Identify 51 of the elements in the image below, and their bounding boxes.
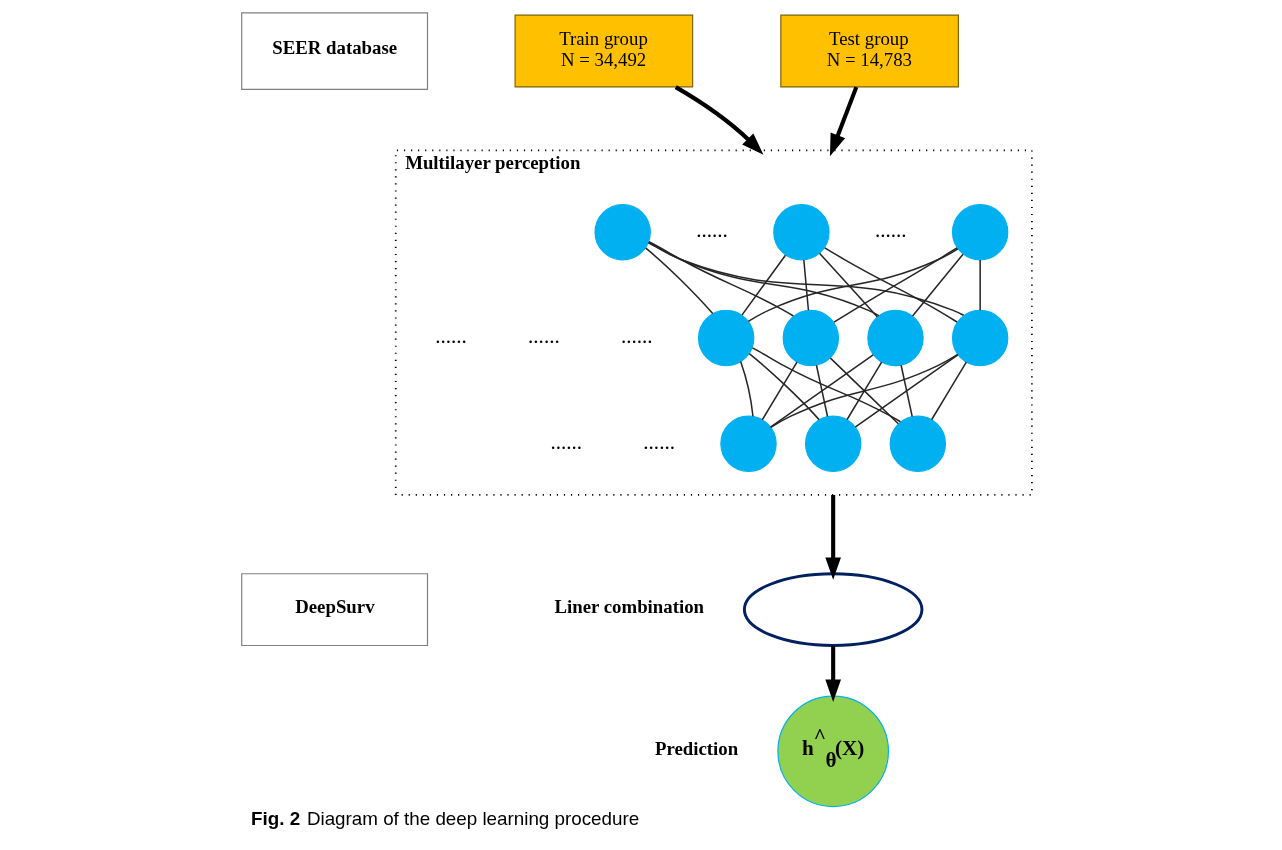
connector <box>647 241 880 317</box>
arrow <box>824 494 841 580</box>
node-circle <box>951 309 1008 367</box>
node-box: DeepSurv <box>240 573 428 647</box>
connector <box>802 259 809 311</box>
node-circle <box>593 203 651 261</box>
label: ...... <box>620 324 653 349</box>
node-circle <box>866 309 924 367</box>
connector <box>769 353 959 429</box>
caption: Fig. 2 Diagram of the deep learning procedure <box>250 808 639 830</box>
arrow <box>824 645 841 702</box>
label: ...... <box>874 218 907 243</box>
connector <box>644 247 713 315</box>
node-box: Train group N = 34,492 <box>514 14 693 88</box>
connector <box>978 259 981 311</box>
node-circle <box>889 415 946 473</box>
connector <box>911 253 964 317</box>
label: ...... <box>549 429 582 454</box>
connector <box>818 252 878 318</box>
connector <box>739 360 754 417</box>
node-circle <box>951 203 1008 261</box>
connector <box>748 352 820 421</box>
node-circle <box>804 415 861 473</box>
connector <box>747 248 959 323</box>
connector <box>853 354 959 428</box>
node-circle <box>772 203 830 261</box>
node-box: SEER database <box>240 12 428 90</box>
connector <box>751 347 901 423</box>
label: ...... <box>695 218 728 243</box>
label: ...... <box>527 324 560 349</box>
node-circle <box>782 309 839 367</box>
connector <box>899 364 913 418</box>
node-box: Test group N = 14,783 <box>779 14 959 88</box>
node-circle <box>697 309 754 367</box>
connector <box>740 254 786 316</box>
connector <box>815 364 828 418</box>
connector <box>761 361 798 421</box>
connector <box>829 357 899 425</box>
connector <box>647 240 794 317</box>
label: ...... <box>642 429 675 454</box>
arrow <box>829 86 858 157</box>
connector <box>769 354 874 428</box>
label: ...... <box>434 324 467 349</box>
node-label: Liner combination <box>553 595 704 617</box>
node-ellipse <box>742 572 923 647</box>
connector <box>930 361 967 421</box>
node-label: Prediction <box>654 737 738 759</box>
arrow <box>674 85 763 155</box>
connector <box>647 242 964 317</box>
node-circle <box>719 415 777 473</box>
connector <box>845 361 882 421</box>
